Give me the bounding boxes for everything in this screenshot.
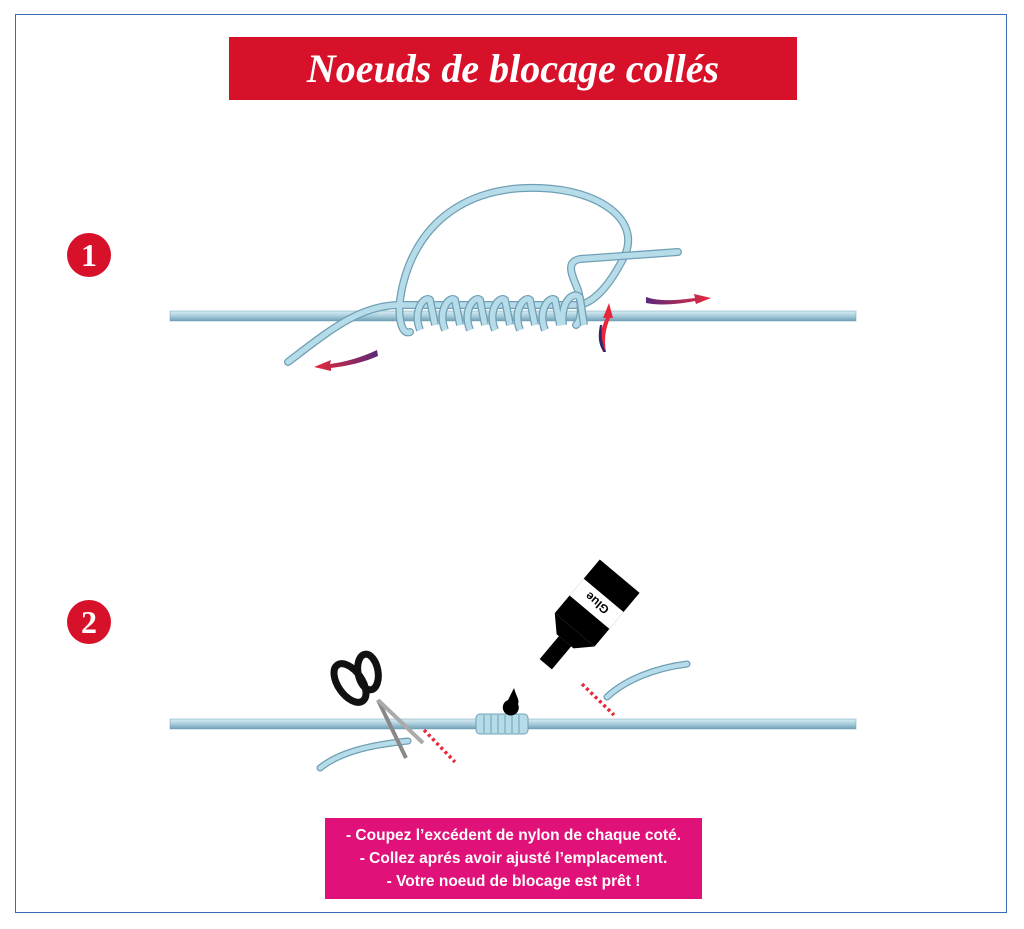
scissors-icon [330,650,425,759]
knot-loop-line [284,183,682,366]
main-line [169,310,857,322]
arrow-right-icon [646,294,711,305]
instructions-box: - Coupez l’excédent de nylon de chaque c… [325,818,702,899]
glue-drop-icon [502,688,519,716]
instruction-line: - Coupez l’excédent de nylon de chaque c… [345,827,682,844]
pull-arrows [314,294,711,371]
arrow-up-icon [600,303,613,352]
page-title: Noeuds de blocage collés [229,37,797,100]
instruction-line: - Votre noeud de blocage est prêt ! [386,873,641,890]
step-2-diagram: Glue [169,559,857,772]
step-1-diagram [169,183,857,371]
page-frame [15,14,1007,913]
instruction-line: - Collez aprés avoir ajusté l’emplacemen… [359,850,668,867]
step-1-badge: 1 [67,233,111,277]
knot-coils [413,291,588,332]
cut-lines [422,682,616,764]
arrow-left-icon [314,350,378,371]
glue-tube-icon: Glue [539,559,640,670]
step-2-badge: 2 [67,600,111,644]
tied-knot [475,713,529,735]
